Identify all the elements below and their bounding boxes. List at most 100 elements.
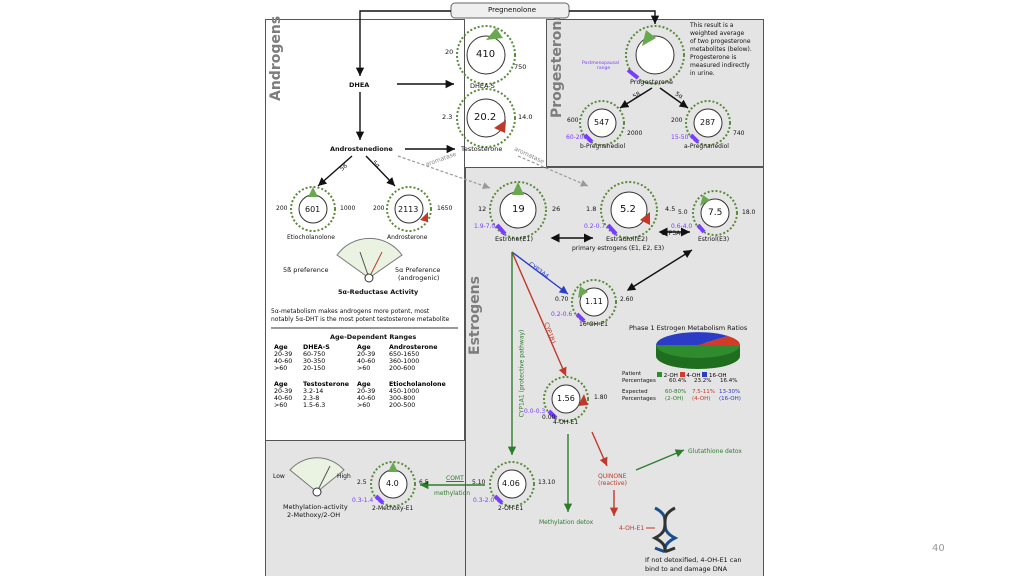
expected-sub-2oh: (2-OH) — [665, 396, 684, 402]
dheas-low: 20 — [445, 48, 454, 56]
methoxy-label: 2-Methoxy-E1 — [372, 505, 414, 512]
estriol-high: 18.0 — [742, 209, 756, 216]
estrone-low: 12 — [478, 205, 487, 213]
methylation-activity-2: 2-Methoxy/2-OH — [287, 511, 341, 519]
dial-2-methoxy-e1 — [370, 461, 416, 507]
apreg-value: 287 — [700, 118, 716, 127]
dial-estrone — [489, 181, 547, 239]
dial-16oh-e1 — [571, 279, 617, 325]
quinone-label-1: QUINONE — [598, 473, 627, 480]
rt2-h2: Testosterone — [303, 381, 350, 388]
prog-note-3: of two progesterone — [690, 38, 751, 45]
androsterone-low: 200 — [373, 205, 385, 212]
estradiol-value: 5.2 — [620, 204, 636, 215]
patient-value-2oh: 60.4% — [669, 378, 687, 384]
methoxy-low: 2.5 — [357, 479, 367, 486]
estrone-range: 1.9-7.0 — [474, 223, 496, 230]
rt2-cell: 450-1000 — [389, 388, 420, 395]
dial-estriol — [692, 190, 738, 236]
apreg-high: 740 — [733, 130, 745, 137]
arrow-4oh-quinone — [591, 431, 608, 467]
2oh-low: 5.10 — [472, 479, 486, 486]
expected-sub-4oh: (4-OH) — [692, 396, 711, 402]
ratio-title: Phase 1 Estrogen Metabolism Ratios — [629, 324, 748, 332]
reductase-gauge — [336, 237, 403, 283]
expected-value-16oh: 13-30% — [719, 389, 741, 395]
expected-sub-16oh: (16-OH) — [719, 396, 741, 402]
progesterone-label: Progesterone — [630, 78, 673, 86]
arrow-preg-prog — [569, 10, 660, 24]
estradiol-low: 1.8 — [586, 205, 597, 213]
testosterone-label: Testosterone — [461, 145, 503, 153]
rt2-h4: Etiocholanolone — [389, 381, 446, 388]
rt2-cell: 2.3-8 — [303, 395, 320, 402]
estrone-value: 19 — [512, 204, 525, 215]
rt2-cell: >60 — [357, 402, 371, 409]
etio-low: 200 — [276, 205, 288, 212]
legend-swatch-4oh — [679, 372, 685, 377]
testosterone-high: 14.0 — [518, 113, 533, 121]
dial-a-pregnanediol — [685, 100, 731, 146]
rt2-cell: 20-39 — [274, 388, 293, 395]
estrone-label: Estrone(E1) — [495, 235, 533, 243]
apreg-range: 15-50 — [671, 134, 689, 141]
etio-value: 601 — [305, 205, 321, 214]
dial-2oh-e1 — [489, 461, 535, 507]
rt1-cell: 200-600 — [389, 365, 416, 372]
cyp1a1-label: CYP1A1 (protective pathway) — [518, 329, 526, 418]
dna-4oh-label: 4-OH-E1 — [619, 525, 645, 532]
dna-note-1: If not detoxified, 4-OH-E1 can — [645, 556, 742, 564]
4oh-value: 1.56 — [557, 394, 575, 403]
estriol-range: 0.6-4.0 — [671, 223, 693, 230]
arrow-andro-androsterone — [365, 155, 396, 187]
rt2-cell: 1.5-6.3 — [303, 402, 326, 409]
rt1-cell: 30-350 — [303, 358, 326, 365]
methylation-detox-label: Methylation detox — [539, 519, 594, 526]
arrow-quinone-glutathione — [635, 449, 685, 471]
expected-value-2oh: 60-80% — [665, 389, 687, 395]
rt2-h3: Age — [357, 381, 371, 388]
legend-4oh: 4-OH — [686, 373, 701, 379]
rt2-h1: Age — [274, 381, 288, 388]
gauge-high-label: High — [337, 473, 351, 480]
glutathione-label: Glutathione detox — [688, 448, 742, 455]
dial-testosterone — [456, 88, 516, 148]
rt1-h4: Androsterone — [389, 344, 438, 351]
dial-estradiol — [600, 181, 658, 239]
4oh-high: 1.80 — [594, 394, 608, 401]
16oh-label: 16-OH-E1 — [579, 321, 608, 328]
dna-helix-icon — [651, 506, 679, 553]
androsterone-high: 1650 — [437, 205, 453, 212]
slide-number: 40 — [932, 543, 945, 554]
rt1-cell: 650-1650 — [389, 351, 420, 358]
methoxy-range: 0.3-1.4 — [352, 497, 374, 504]
testosterone-low: 2.3 — [442, 113, 453, 121]
apreg-label: a-Pregnanediol — [684, 143, 729, 150]
estrone-high: 26 — [552, 205, 561, 213]
rt1-cell: 40-60 — [357, 358, 376, 365]
dna-note-2: bind to and damage DNA — [645, 565, 728, 573]
reductase-title: 5α-Reductase Activity — [338, 288, 419, 296]
pie-legend: 2-OH 4-OH 16-OH — [657, 372, 727, 380]
patient-label-1: Patient — [622, 371, 642, 377]
arrow-preg-dhea — [355, 10, 451, 76]
postmeno-2: range — [597, 66, 611, 71]
preference-a-sub: (androgenic) — [398, 274, 440, 282]
reductase-note-1: 5α-metabolism makes androgens more poten… — [271, 308, 430, 315]
methoxy-high: 6.5 — [419, 479, 429, 486]
androstenedione-label: Androstenedione — [330, 145, 393, 153]
rt2-cell: >60 — [274, 402, 288, 409]
expected-label-2: Percentages — [622, 396, 656, 402]
legend-2oh: 2-OH — [663, 373, 678, 379]
methylation-activity-1: Methylation-activity — [283, 503, 348, 511]
rt1-h1: Age — [274, 344, 288, 351]
rt1-cell: >60 — [274, 365, 288, 372]
rt1-cell: 60-750 — [303, 351, 326, 358]
dhea-label: DHEA — [349, 81, 370, 89]
dheas-label: DHEA-S — [470, 82, 495, 90]
dial-etiocholanolone — [290, 186, 336, 232]
etio-high: 1000 — [340, 205, 356, 212]
bpreg-low: 600 — [567, 117, 579, 124]
preference-b-label: 5ß preference — [283, 266, 329, 274]
dial-progesterone — [625, 25, 685, 85]
